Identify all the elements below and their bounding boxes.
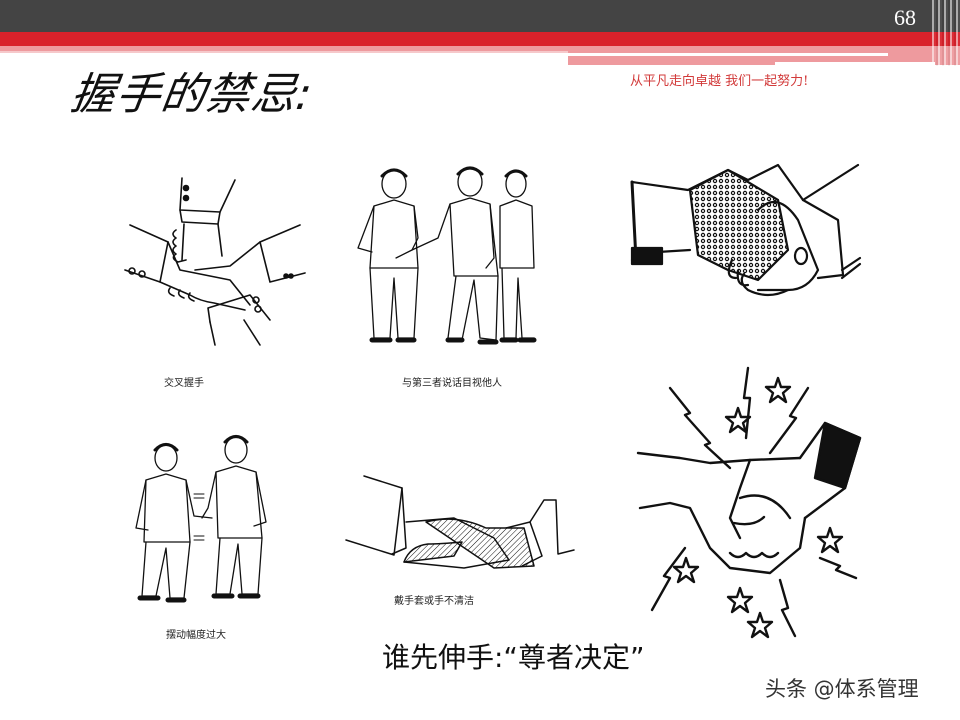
slogan: 从平凡走向卓越 我们一起努力! bbox=[630, 74, 809, 89]
header-white-notch bbox=[775, 62, 935, 66]
caption-look-at-third-party: 与第三者说话目视他人 bbox=[402, 378, 502, 389]
crossed-handshake-drawing-icon bbox=[120, 170, 310, 350]
two-men-shaking-drawing-icon bbox=[128, 435, 268, 608]
header-red-bar bbox=[0, 32, 960, 46]
caption-cross-handshake: 交叉握手 bbox=[164, 378, 204, 389]
source-watermark: 头条 @体系管理 bbox=[765, 677, 919, 701]
gloved-handshake-drawing-icon bbox=[344, 470, 576, 575]
who-extends-hand-first-rule: 谁先伸手:“尊者决定” bbox=[382, 641, 645, 674]
header-white-line bbox=[568, 53, 888, 56]
caption-gloves-or-unclean: 戴手套或手不清洁 bbox=[394, 596, 474, 607]
header-stripes-decoration bbox=[932, 0, 960, 66]
three-men-handshake-drawing-icon bbox=[352, 166, 537, 353]
page-number: 68 bbox=[894, 5, 916, 30]
header-pink-bar-left bbox=[0, 46, 570, 51]
header-dark-bar bbox=[0, 0, 960, 32]
dirty-hands-handshake-drawing-icon bbox=[628, 160, 863, 310]
slide-title: 握手的禁忌: bbox=[67, 69, 316, 120]
crushing-handshake-stars-drawing-icon bbox=[630, 366, 870, 639]
caption-excessive-shaking: 摆动幅度过大 bbox=[166, 630, 226, 641]
header-pink-fade bbox=[0, 51, 570, 53]
